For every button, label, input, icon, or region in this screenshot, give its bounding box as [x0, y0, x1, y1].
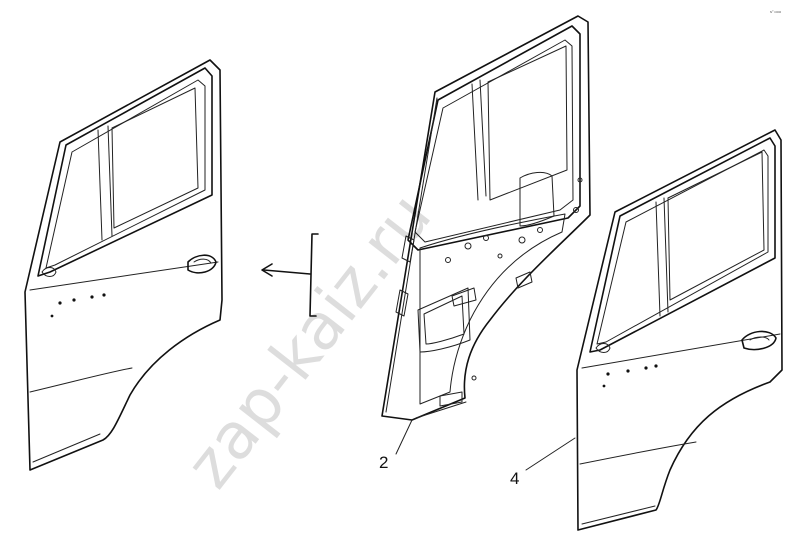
leader-line-4 — [525, 437, 576, 471]
left-door-bottom-edge — [32, 433, 101, 463]
callout-label-4: 4 — [510, 469, 519, 488]
center-frame-pocket — [451, 287, 477, 307]
left-door-window-frame — [37, 67, 213, 277]
leader-line-2 — [395, 419, 413, 455]
left-door-glass-pane — [111, 87, 199, 229]
center-frame-latch-box — [515, 271, 533, 289]
callout-label-2: 2 — [379, 453, 388, 472]
left-door-window-divider — [97, 125, 113, 241]
right-door-bottom-edge — [581, 505, 656, 525]
center-frame-regulator-inner — [423, 295, 465, 345]
right-door-window-frame — [589, 137, 776, 353]
center-frame-window-inner — [414, 39, 574, 243]
center-frame-inner-panel — [419, 213, 566, 405]
watermark-text: zap-kaiz.ru — [172, 180, 446, 502]
center-frame-regulator-opening — [417, 287, 471, 353]
right-door-glass-pane — [667, 151, 765, 301]
right-door-handle — [741, 330, 777, 351]
center-frame-seal-edge — [385, 97, 467, 419]
left-door-window-inner — [45, 79, 206, 269]
right-door-mirror-mount — [595, 343, 611, 353]
center-frame-lower-pocket — [439, 391, 463, 407]
left-door-assembled — [24, 59, 223, 471]
assembly-arrow — [261, 233, 319, 317]
right-door-lower-crease — [579, 441, 697, 465]
corner-mark: s° ooo — [770, 9, 782, 14]
center-frame-divider — [471, 79, 487, 201]
center-frame-upper-cutout — [519, 171, 555, 227]
right-door-window-inner — [596, 149, 769, 345]
center-door-inner-frame — [381, 15, 591, 421]
right-door-belt-line — [581, 333, 781, 369]
right-door-outer-skin — [576, 129, 783, 531]
right-door-window-divider — [655, 197, 669, 317]
left-door-fastener-holes — [50, 293, 106, 318]
left-door-lower-crease — [29, 367, 133, 393]
right-door-fastener-holes — [602, 364, 658, 388]
center-frame-glass-run — [487, 45, 568, 201]
center-frame-outline — [381, 15, 591, 421]
left-door-handle — [187, 254, 217, 274]
center-frame-window-opening — [407, 25, 581, 251]
center-frame-mounting-holes — [445, 177, 583, 381]
left-door-mirror-mount — [41, 267, 57, 277]
right-door-outline — [576, 129, 783, 531]
left-door-outline — [24, 59, 223, 471]
left-door-belt-line — [29, 261, 219, 291]
